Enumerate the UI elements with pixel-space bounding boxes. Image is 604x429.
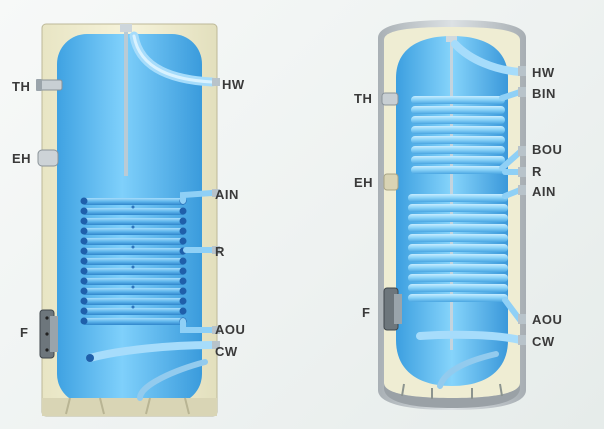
right-label-cw: CW — [532, 334, 555, 349]
left-feet — [65, 397, 190, 415]
right-label-th: TH — [354, 91, 373, 106]
right-thermostat — [381, 92, 399, 106]
left-ain-pipe — [180, 190, 215, 204]
left-label-hw: HW — [222, 77, 245, 92]
left-base — [42, 398, 217, 416]
left-label-ain: AIN — [215, 187, 239, 202]
right-heater — [378, 20, 526, 410]
right-label-bin: BIN — [532, 86, 556, 101]
left-label-cw: CW — [215, 344, 238, 359]
left-coil — [80, 197, 187, 325]
left-aou-pipe — [180, 318, 215, 333]
right-label-aou: AOU — [532, 312, 563, 327]
right-label-bou: BOU — [532, 142, 563, 157]
left-label-eh: EH — [12, 151, 32, 166]
left-anode-rod — [124, 26, 128, 176]
right-label-f: F — [362, 305, 371, 320]
right-upper-coil — [411, 96, 505, 174]
left-label-th: TH — [12, 79, 31, 94]
right-electric-heater — [383, 173, 399, 191]
left-label-f: F — [20, 325, 29, 340]
left-label-aou: AOU — [215, 322, 246, 337]
right-label-hw: HW — [532, 65, 555, 80]
right-label-r: R — [532, 164, 542, 179]
left-cw-pipe — [86, 341, 216, 362]
left-electric-heater — [37, 149, 59, 167]
right-label-eh: EH — [354, 175, 374, 190]
right-cw-pipe — [416, 330, 524, 344]
left-label-r: R — [215, 244, 225, 259]
right-lower-coil — [408, 194, 508, 302]
right-label-ain: AIN — [532, 184, 556, 199]
left-heater — [36, 23, 220, 417]
right-hw-pipe — [451, 40, 524, 76]
